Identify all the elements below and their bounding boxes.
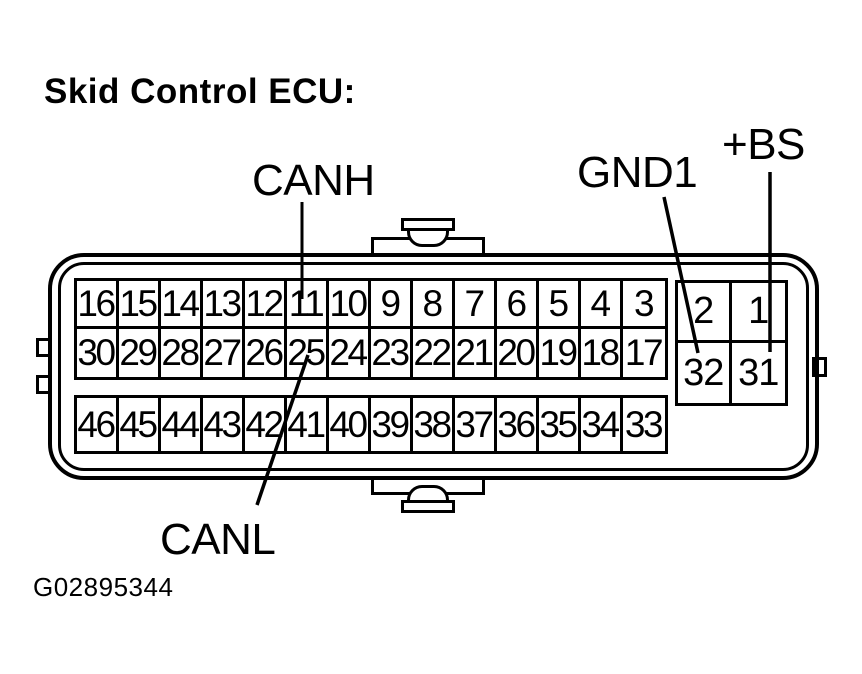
pin-22: 22: [413, 329, 455, 377]
pin-23: 23: [371, 329, 413, 377]
label-bs: +BS: [722, 120, 805, 169]
pin-36: 36: [497, 398, 539, 451]
pin-16: 16: [77, 281, 119, 329]
pin-20: 20: [497, 329, 539, 377]
pin-8: 8: [413, 281, 455, 329]
pin-27: 27: [203, 329, 245, 377]
pin-38: 38: [413, 398, 455, 451]
pin-29: 29: [119, 329, 161, 377]
pin-43: 43: [203, 398, 245, 451]
pin-28: 28: [161, 329, 203, 377]
pin-32: 32: [678, 343, 732, 403]
pin-42: 42: [245, 398, 287, 451]
pin-14: 14: [161, 281, 203, 329]
pin-3: 3: [623, 281, 665, 329]
pin-21: 21: [455, 329, 497, 377]
pin-41: 41: [287, 398, 329, 451]
pin-9: 9: [371, 281, 413, 329]
pin-44: 44: [161, 398, 203, 451]
pin-37: 37: [455, 398, 497, 451]
pin-10: 10: [329, 281, 371, 329]
pin-2: 2: [678, 283, 732, 343]
pin-30: 30: [77, 329, 119, 377]
figure-id: G02895344: [33, 572, 174, 602]
pin-33: 33: [624, 403, 664, 445]
pin-26: 26: [245, 329, 287, 377]
pin-31: 31: [738, 351, 779, 394]
pin-45: 45: [119, 398, 161, 451]
label-canh: CANH: [252, 156, 375, 205]
pin-6: 6: [497, 281, 539, 329]
pin-12: 12: [245, 281, 287, 329]
top-mount-knob-cap: [401, 218, 455, 231]
connector-inner-shell: [58, 262, 809, 471]
pin-24: 24: [329, 329, 371, 377]
bottom-mount-knob-cap: [401, 500, 455, 513]
pin-7: 7: [455, 281, 497, 329]
label-gnd1: GND1: [577, 148, 698, 197]
pin-4: 4: [581, 281, 623, 329]
pin-11: 11: [287, 281, 329, 329]
pin-15: 15: [119, 281, 161, 329]
diagram-title: Skid Control ECU:: [44, 72, 356, 111]
pin-17: 17: [624, 332, 664, 373]
pin-13: 13: [203, 281, 245, 329]
pin-46: 46: [77, 398, 119, 451]
pin-19: 19: [539, 329, 581, 377]
pin-35: 35: [539, 398, 581, 451]
pin-5: 5: [539, 281, 581, 329]
pin-34: 34: [581, 398, 623, 451]
connector-outer-shell: [48, 253, 819, 480]
pin-39: 39: [371, 398, 413, 451]
pin-25: 25: [287, 329, 329, 377]
pin-1: 1: [731, 283, 785, 343]
pin-18: 18: [581, 329, 623, 377]
label-canl: CANL: [160, 515, 276, 564]
pin-40: 40: [329, 398, 371, 451]
